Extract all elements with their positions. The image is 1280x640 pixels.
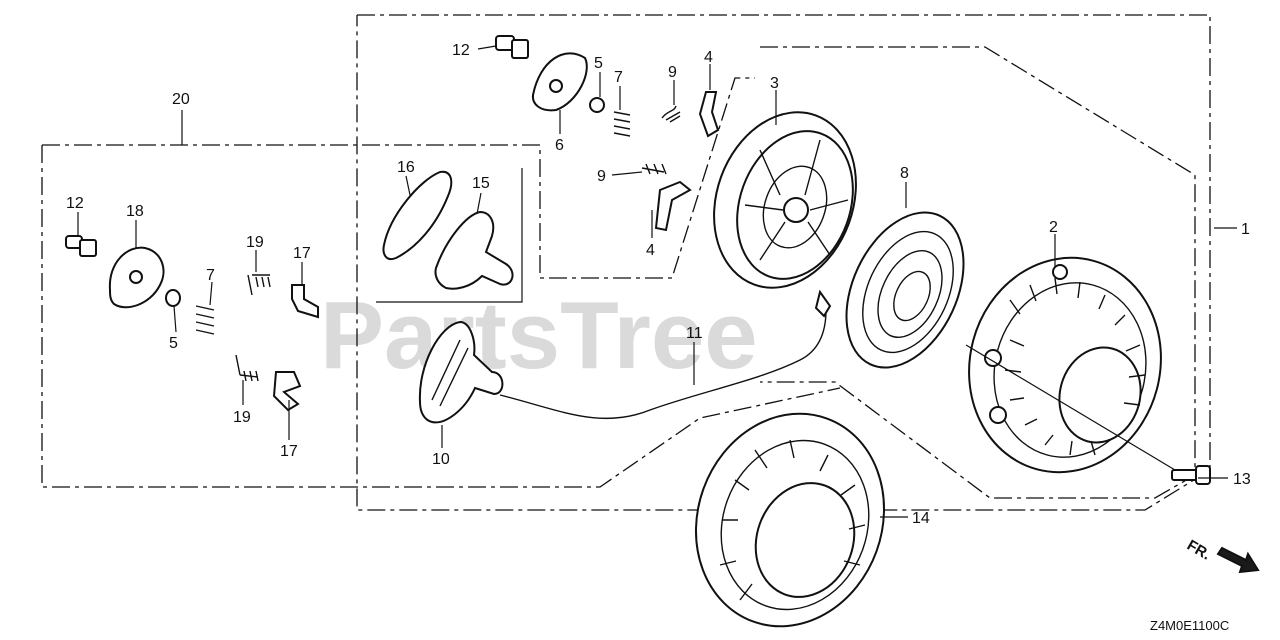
callout-12-top: 12: [452, 42, 470, 59]
callout-19-top: 19: [246, 234, 264, 251]
ratchet-4-top: [698, 91, 720, 138]
boundary-2-subassembly: [760, 46, 1196, 499]
washer-5-top: [589, 97, 605, 113]
callout-16: 16: [397, 159, 415, 176]
callout-6: 6: [555, 137, 564, 154]
callout-1: 1: [1241, 221, 1250, 238]
callout-15: 15: [472, 175, 490, 192]
spiral-spring-8: [845, 211, 965, 369]
ratchet-guide-18: [108, 246, 165, 309]
callout-5-kit: 5: [169, 335, 178, 352]
callout-2: 2: [1049, 219, 1058, 236]
spring-19-bottom: [235, 354, 259, 382]
ratchet-guide-6: [531, 52, 588, 112]
callout-4-top: 4: [704, 49, 713, 66]
boundary-20-kit: [42, 77, 755, 279]
ratchet-17-bottom: [272, 371, 302, 412]
spring-9-top: [661, 105, 681, 123]
starter-case-2: [968, 256, 1162, 474]
grip-cover-16: [382, 170, 453, 260]
bracket-15-16: [376, 168, 523, 303]
rope-end-11: [814, 289, 832, 318]
callout-19-bottom: 19: [233, 409, 251, 426]
cover-14: [694, 412, 886, 628]
callout-4-mid: 4: [646, 242, 655, 259]
ratchet-4-mid: [654, 180, 692, 232]
callout-10: 10: [432, 451, 450, 468]
spring-7-top: [613, 111, 631, 137]
callout-17-bottom: 17: [280, 443, 298, 460]
callout-9-mid: 9: [597, 168, 606, 185]
spring-9-mid: [641, 163, 667, 175]
front-direction-label: FR.: [1184, 537, 1213, 564]
callout-7-top: 7: [614, 69, 623, 86]
bolt-12-top: [495, 35, 529, 59]
bolt-13: [1171, 465, 1211, 485]
assembly-boundary-1: [356, 14, 1211, 511]
callout-20: 20: [172, 91, 190, 108]
boundary-20-kit-lower: [41, 145, 841, 488]
callout-12-kit: 12: [66, 195, 84, 212]
callout-9-top: 9: [668, 64, 677, 81]
callout-3: 3: [770, 75, 779, 92]
washer-5-kit: [165, 289, 181, 307]
leader-lines: [77, 45, 1237, 518]
spring-7-kit: [195, 305, 215, 335]
front-direction-arrow: FR.: [1184, 537, 1260, 574]
callout-18: 18: [126, 203, 144, 220]
callout-14: 14: [912, 510, 930, 527]
callout-13: 13: [1233, 471, 1251, 488]
callout-17-top: 17: [293, 245, 311, 262]
callout-11: 11: [686, 325, 703, 342]
ratchet-17-top: [291, 284, 319, 319]
callout-8: 8: [900, 165, 909, 182]
reel-3: [713, 111, 857, 289]
group-boundaries: [41, 14, 1211, 511]
bolt-12-kit: [65, 235, 97, 257]
callout-7-kit: 7: [206, 267, 215, 284]
callout-5-top: 5: [594, 55, 603, 72]
watermark-text: PartsTree: [320, 282, 758, 389]
starter-rope-11: [499, 309, 827, 420]
starter-grip-10: [418, 320, 504, 424]
spring-19-top: [247, 274, 271, 296]
callout-labels: 1 2 3 4 4 5 5 6 7 7 8 9 9 10 11 12 12 13…: [66, 42, 1251, 527]
diagram-code: Z4M0E1100C: [1150, 618, 1229, 633]
starter-grip-15: [434, 210, 514, 290]
